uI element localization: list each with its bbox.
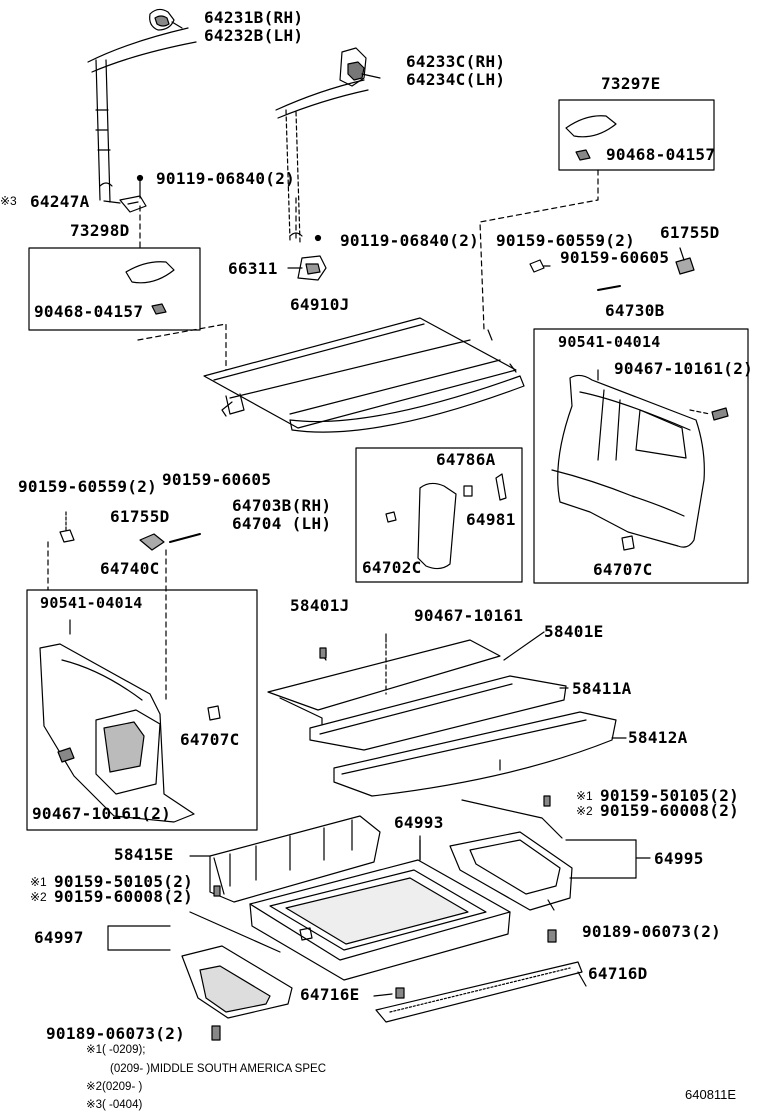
label-90467-mid: 90467-10161 (414, 606, 524, 625)
label-64707C-right: 64707C (593, 560, 653, 579)
label-64716D: 64716D (588, 964, 648, 983)
label-90189-left: 90189-06073(2) (46, 1024, 186, 1043)
deck-board-58401E-drawing (267, 633, 501, 725)
label-90541-left: 90541-04014 (40, 594, 143, 612)
marker-2-left: ※2 (30, 890, 47, 904)
label-64707C-left: 64707C (180, 730, 240, 749)
leader-lines (107, 631, 651, 997)
label-58415E: 58415E (114, 845, 174, 864)
cover-73298D-drawing (125, 261, 175, 315)
hook-64233C-drawing (339, 47, 381, 87)
label-64703B: 64703B(RH) (232, 496, 332, 515)
marker-2-right: ※2 (576, 804, 593, 818)
left-pillar-drawing (87, 27, 197, 203)
label-90189-right: 90189-06073(2) (582, 922, 722, 941)
label-64786A: 64786A (436, 450, 496, 469)
box-64702C (355, 447, 523, 583)
label-90467-left: 90467-10161(2) (32, 804, 172, 823)
label-64997: 64997 (34, 928, 84, 947)
label-90159-60559-left: 90159-60559(2) (18, 477, 158, 496)
footnote-1b: (0209- )MIDDLE SOUTH AMERICA SPEC (110, 1063, 326, 1075)
label-64995: 64995 (654, 849, 704, 868)
footnote-3: ※3( -0404) (86, 1099, 143, 1111)
label-73298D: 73298D (70, 221, 130, 240)
fasteners-left-middle (47, 511, 201, 701)
label-90119-b: 90119-06840(2) (340, 231, 480, 250)
storage-tray-64993-drawing (249, 839, 511, 981)
deck-board-58412A-drawing (333, 711, 617, 797)
footnote-1: ※1( -0209); (86, 1044, 146, 1056)
label-64740C: 64740C (100, 559, 160, 578)
label-90468-top: 90468-04157 (606, 145, 716, 164)
label-61755D-left: 61755D (110, 507, 170, 526)
label-64232B: 64232B(LH) (204, 26, 304, 45)
label-90468-left: 90468-04157 (34, 302, 144, 321)
deck-board-58411A-drawing (309, 675, 567, 751)
leader-lines-top (137, 169, 599, 371)
label-90159-60008-left: 90159-60008(2) (54, 887, 194, 906)
label-66311: 66311 (228, 259, 278, 278)
label-90159-60008-right: 90159-60008(2) (600, 801, 740, 820)
cover-64702C-drawing (385, 473, 507, 570)
label-61755D-top: 61755D (660, 223, 720, 242)
label-64231B: 64231B(RH) (204, 8, 304, 27)
box-73297E (558, 99, 715, 171)
label-64716E: 64716E (300, 985, 360, 1004)
label-58401J: 58401J (290, 596, 350, 615)
label-64981: 64981 (466, 510, 516, 529)
label-90159-60605-left: 90159-60605 (162, 470, 272, 489)
footnote-2: ※2(0209- ) (86, 1081, 143, 1093)
marker-1-left: ※1 (30, 875, 47, 889)
bracket-58415E-drawing (209, 815, 381, 903)
marker-3-64247A: ※3 (0, 194, 17, 208)
label-90159-60605-top: 90159-60605 (560, 248, 670, 267)
label-64247A: 64247A (30, 192, 90, 211)
quarter-trim-64730B-drawing (551, 369, 729, 551)
label-90119-a: 90119-06840(2) (156, 169, 296, 188)
hook-64231B-drawing (149, 8, 183, 31)
fasteners-bottom (211, 795, 557, 1041)
box-64740C (26, 589, 258, 831)
box-64730B (533, 328, 749, 584)
label-90159-50105-right: 90159-50105(2) (600, 786, 740, 805)
label-90541-right: 90541-04014 (558, 333, 661, 351)
sill-plate-64716D-drawing (375, 961, 583, 1023)
bolt-58401J-drawing (319, 647, 327, 659)
side-box-64995-drawing (449, 799, 573, 911)
label-64233C: 64233C(RH) (406, 52, 506, 71)
fasteners-top-right (529, 247, 695, 291)
label-64910J: 64910J (290, 295, 350, 314)
label-90159-50105-left: 90159-50105(2) (54, 872, 194, 891)
quarter-trim-64740C-drawing (39, 619, 221, 823)
box-73298D (28, 247, 201, 331)
label-73297E: 73297E (601, 74, 661, 93)
label-58401E: 58401E (544, 622, 604, 641)
label-58411A: 58411A (572, 679, 632, 698)
mid-pillar-drawing (275, 79, 369, 243)
tonneau-cover-64910J-drawing (203, 317, 525, 433)
label-64730B: 64730B (605, 301, 665, 320)
marker-1-right: ※1 (576, 789, 593, 803)
side-piece-64997-drawing (181, 911, 293, 1019)
label-64702C: 64702C (362, 558, 422, 577)
label-64704: 64704 (LH) (232, 514, 332, 533)
label-90467-right: 90467-10161(2) (614, 359, 754, 378)
figure-number: 640811E (685, 1087, 737, 1102)
clip-64247A-drawing (103, 174, 147, 213)
label-64993: 64993 (394, 813, 444, 832)
label-58412A: 58412A (628, 728, 688, 747)
bracket-66311-drawing (287, 234, 327, 281)
label-64234C: 64234C(LH) (406, 70, 506, 89)
label-90159-60559-top: 90159-60559(2) (496, 231, 636, 250)
cover-73297E-drawing (565, 115, 617, 161)
